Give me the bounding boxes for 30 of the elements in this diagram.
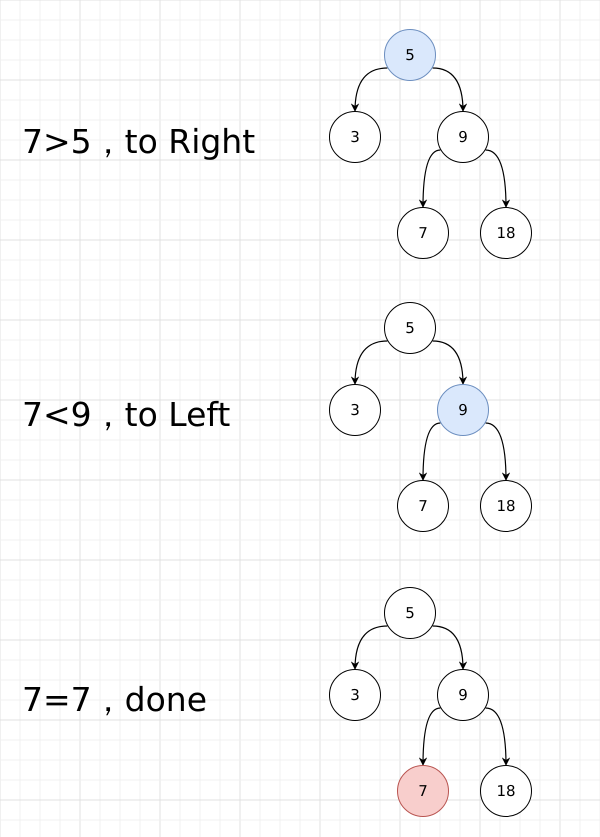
arrow <box>351 625 388 670</box>
tree-node: 18 <box>480 765 532 817</box>
tree-node: 5 <box>384 29 436 81</box>
arrow <box>418 149 440 208</box>
arrow <box>486 422 510 481</box>
tree-node: 3 <box>329 669 381 721</box>
tree-node: 7 <box>397 480 449 532</box>
tree-node: 3 <box>329 384 381 436</box>
arrow <box>432 67 467 112</box>
tree-node: 9 <box>437 384 489 436</box>
tree-node: 18 <box>480 207 532 259</box>
tree-node: 7 <box>397 765 449 817</box>
tree-node: 3 <box>329 111 381 163</box>
arrow <box>351 67 388 112</box>
arrow <box>486 149 510 208</box>
tree-node: 9 <box>437 669 489 721</box>
arrow <box>432 625 467 670</box>
tree-node: 7 <box>397 207 449 259</box>
step-label: 7<9，to Left <box>22 394 230 436</box>
arrow <box>351 340 388 385</box>
step-label: 7>5，to Right <box>22 121 256 163</box>
tree-node: 5 <box>384 587 436 639</box>
arrow <box>418 707 440 766</box>
arrow <box>418 422 440 481</box>
tree-node: 18 <box>480 480 532 532</box>
arrow <box>486 707 510 766</box>
step-label: 7=7，done <box>22 679 207 721</box>
arrow <box>432 340 467 385</box>
tree-node: 5 <box>384 302 436 354</box>
tree-node: 9 <box>437 111 489 163</box>
